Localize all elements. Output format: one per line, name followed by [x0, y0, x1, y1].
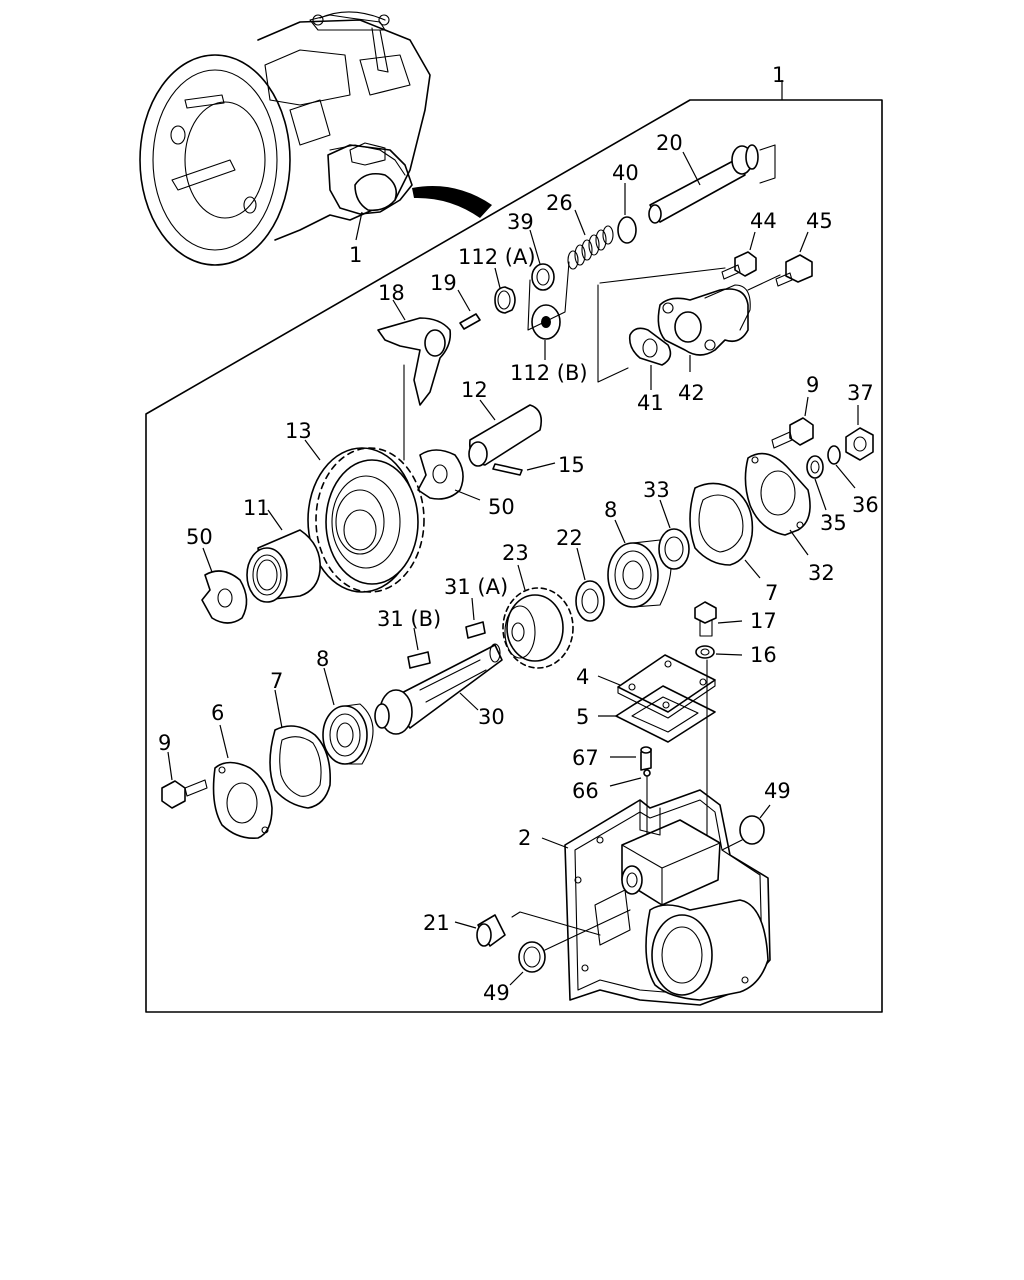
gasket-7-left [269, 689, 332, 809]
o-ring-40 [617, 183, 637, 244]
nut-37 [845, 405, 874, 461]
cover-6 [212, 724, 273, 840]
label-112a: 112 (A) [458, 245, 536, 269]
spring-26 [567, 209, 614, 270]
label-31b: 31 (B) [377, 607, 441, 631]
label-16: 16 [750, 643, 777, 667]
washer-16 [695, 645, 743, 659]
label-9-right: 9 [806, 373, 819, 397]
label-22: 22 [556, 526, 583, 550]
pin-21 [454, 914, 506, 947]
label-2: 2 [518, 826, 531, 850]
label-30: 30 [478, 705, 505, 729]
label-21: 21 [423, 911, 450, 935]
bearing-8-left [322, 667, 374, 765]
seal-22 [575, 547, 605, 622]
output-shaft-30 [374, 643, 503, 735]
plug-49-right [721, 804, 771, 851]
pin-21-guide [511, 911, 601, 936]
label-41: 41 [637, 391, 664, 415]
oil-seal-33 [658, 499, 690, 570]
label-31a: 31 (A) [444, 575, 508, 599]
shaft-12 [468, 399, 543, 467]
label-17: 17 [750, 609, 777, 633]
gear-13 [304, 439, 425, 593]
gasket-5 [598, 685, 716, 743]
label-8-left: 8 [316, 647, 329, 671]
label-9-left: 9 [158, 731, 171, 755]
label-26: 26 [546, 191, 573, 215]
label-50-right: 50 [488, 495, 515, 519]
gasket-41 [628, 327, 672, 390]
bolt-9-left [161, 751, 208, 809]
label-50-left: 50 [186, 525, 213, 549]
label-23: 23 [502, 541, 529, 565]
shift-fork-18 [377, 299, 452, 461]
label-112b: 112 (B) [510, 361, 588, 385]
label-1-top: 1 [772, 63, 785, 87]
label-49-right: 49 [764, 779, 791, 803]
label-66: 66 [572, 779, 599, 803]
label-4: 4 [576, 665, 589, 689]
thrust-washer-50-left [201, 547, 248, 624]
bush-39 [529, 229, 555, 291]
key-31a [465, 597, 486, 639]
bolt-9-right [771, 396, 814, 449]
label-49-bottom: 49 [483, 981, 510, 1005]
label-40: 40 [612, 161, 639, 185]
label-37: 37 [847, 381, 874, 405]
transmission-overview [139, 11, 492, 266]
label-5: 5 [576, 705, 589, 729]
cover-42 [657, 284, 751, 372]
label-20: 20 [656, 131, 683, 155]
label-1-engine: 1 [349, 243, 362, 267]
pin-19 [457, 289, 481, 330]
assembly-frame [145, 80, 883, 1013]
shift-rod-20 [648, 144, 776, 224]
case-2 [541, 789, 771, 1006]
label-36: 36 [852, 493, 879, 517]
label-7-right: 7 [765, 581, 778, 605]
gasket-7-right [689, 482, 761, 579]
label-11: 11 [243, 496, 270, 520]
plug-bracket [597, 284, 629, 383]
cover-4 [597, 654, 716, 719]
plug-67 [610, 746, 652, 771]
bolt-17 [694, 601, 743, 637]
grouping-bracket [527, 261, 570, 331]
key-31b [407, 627, 431, 669]
ball-66 [609, 769, 651, 787]
plug-45 [775, 231, 813, 287]
label-12: 12 [461, 378, 488, 402]
label-67: 67 [572, 746, 599, 770]
label-19: 19 [430, 271, 457, 295]
washer-112b [531, 304, 561, 360]
label-42: 42 [678, 381, 705, 405]
label-35: 35 [820, 511, 847, 535]
label-45: 45 [806, 209, 833, 233]
washer-36 [827, 445, 856, 489]
label-15: 15 [558, 453, 585, 477]
bearing-8-right [607, 519, 672, 608]
label-8-right: 8 [604, 498, 617, 522]
label-33: 33 [643, 478, 670, 502]
cover-32 [744, 452, 811, 556]
label-6: 6 [211, 701, 224, 725]
label-18: 18 [378, 281, 405, 305]
label-44: 44 [750, 209, 777, 233]
label-39: 39 [507, 210, 534, 234]
label-7-left: 7 [270, 669, 283, 693]
plug-49-bottom [509, 909, 631, 986]
bolt-44 [721, 231, 757, 280]
thrust-washer-50-right [417, 449, 481, 501]
washer-112a [494, 267, 516, 314]
label-13: 13 [285, 419, 312, 443]
washer-35 [806, 455, 827, 511]
part-labels: 1 1 20 40 26 39 112 (A) 44 45 18 19 112 … [158, 63, 879, 1005]
bevel-gear-23 [502, 564, 574, 669]
label-32: 32 [808, 561, 835, 585]
pin-15 [492, 462, 556, 476]
bearing-11 [246, 509, 321, 603]
